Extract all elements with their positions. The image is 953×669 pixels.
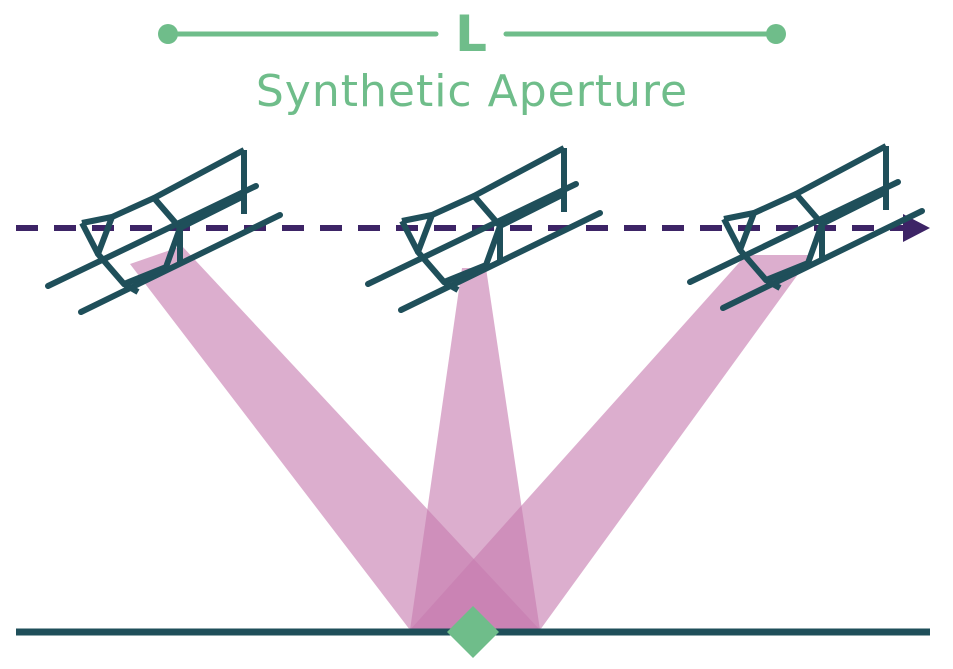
radar-beams [130,246,812,630]
arrow-right-icon [903,214,930,242]
target-diamond-icon [447,606,499,658]
length-bar-left-endpoint [158,24,178,44]
length-bar-right-endpoint [766,24,786,44]
length-label: L [455,5,487,63]
aperture-label: Synthetic Aperture [256,66,688,117]
length-bar [158,24,786,44]
flight-path [16,214,930,242]
beam-right [410,255,812,630]
